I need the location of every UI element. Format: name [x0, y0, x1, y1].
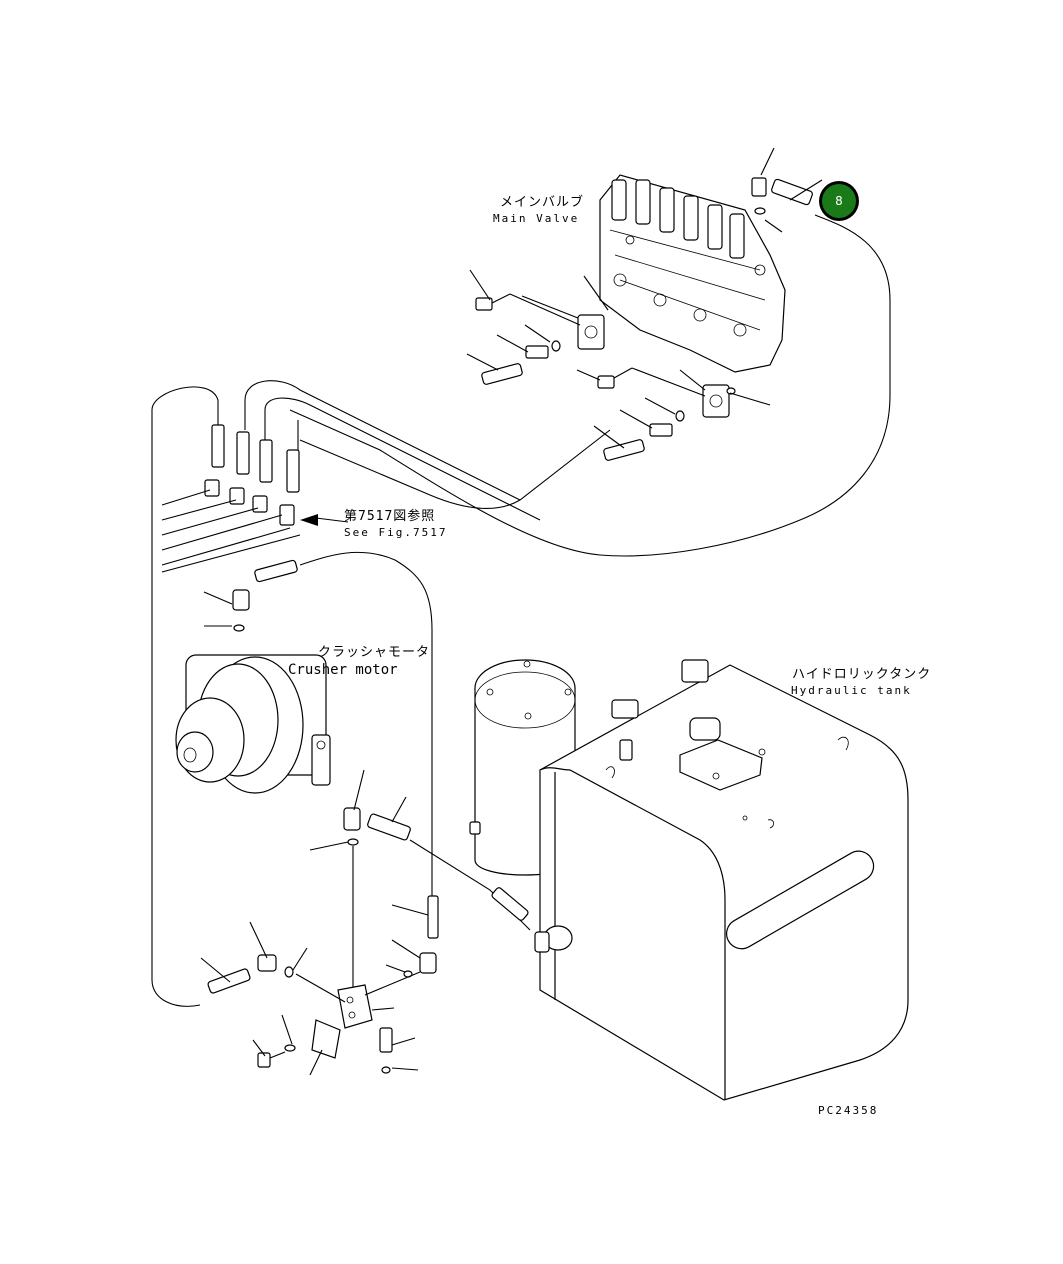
hydraulic-tank-label-jp: ハイドロリックタンク — [792, 667, 931, 682]
main-valve — [599, 174, 786, 373]
drawing-number: PC24358 — [818, 1104, 878, 1117]
main-valve-label-jp: メインバルブ — [500, 194, 584, 210]
motor-fittings — [309, 769, 531, 990]
flange-set-lower — [576, 367, 771, 461]
crusher-motor — [175, 654, 331, 794]
crusher-motor-label-en: Crusher motor — [288, 662, 398, 678]
hose-fitting-upper — [203, 559, 298, 632]
see-fig-label-en: See Fig.7517 — [344, 526, 447, 539]
hose-return-1 — [289, 214, 891, 557]
hydraulic-tank-label-en: Hydraulic tank — [791, 684, 912, 697]
hose-bundle — [151, 380, 541, 1007]
flange-set-upper — [466, 269, 609, 385]
callout-8[interactable]: 8 — [819, 181, 859, 221]
elbow-fitting-top — [751, 147, 823, 233]
hose-crusher-supply — [299, 551, 433, 900]
main-valve-label-en: Main Valve — [493, 212, 579, 225]
callout-number: 8 — [835, 194, 843, 208]
hydraulic-tank — [469, 659, 909, 1101]
lower-right-fittings — [364, 895, 439, 996]
see-fig-label-jp: 第7517図参照 — [344, 508, 435, 524]
crusher-motor-label-jp: クラッシャモータ — [318, 645, 430, 660]
lower-left-fittings — [200, 921, 346, 1003]
junction-block — [252, 984, 419, 1076]
hose-return-2 — [299, 429, 611, 509]
